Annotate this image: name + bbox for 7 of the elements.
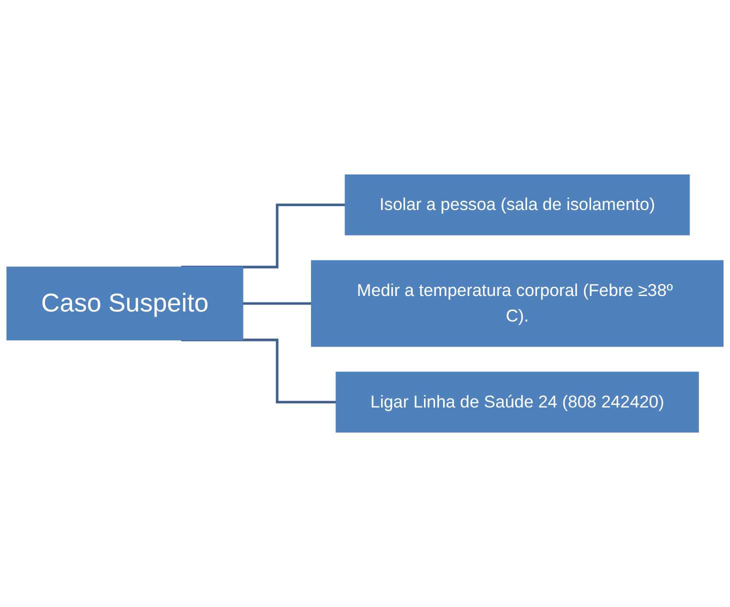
connector: [181, 338, 338, 404]
node-box: Isolar a pessoa (sala de isolamento): [344, 174, 690, 236]
connector: [242, 302, 313, 305]
node-box: Ligar Linha de Saúde 24 (808 242420): [336, 372, 699, 433]
connector: [181, 204, 346, 268]
node-box: Medir a temperatura corporal (Febre ≥38º C).: [311, 260, 724, 347]
node-box: Caso Suspeito: [6, 266, 244, 340]
